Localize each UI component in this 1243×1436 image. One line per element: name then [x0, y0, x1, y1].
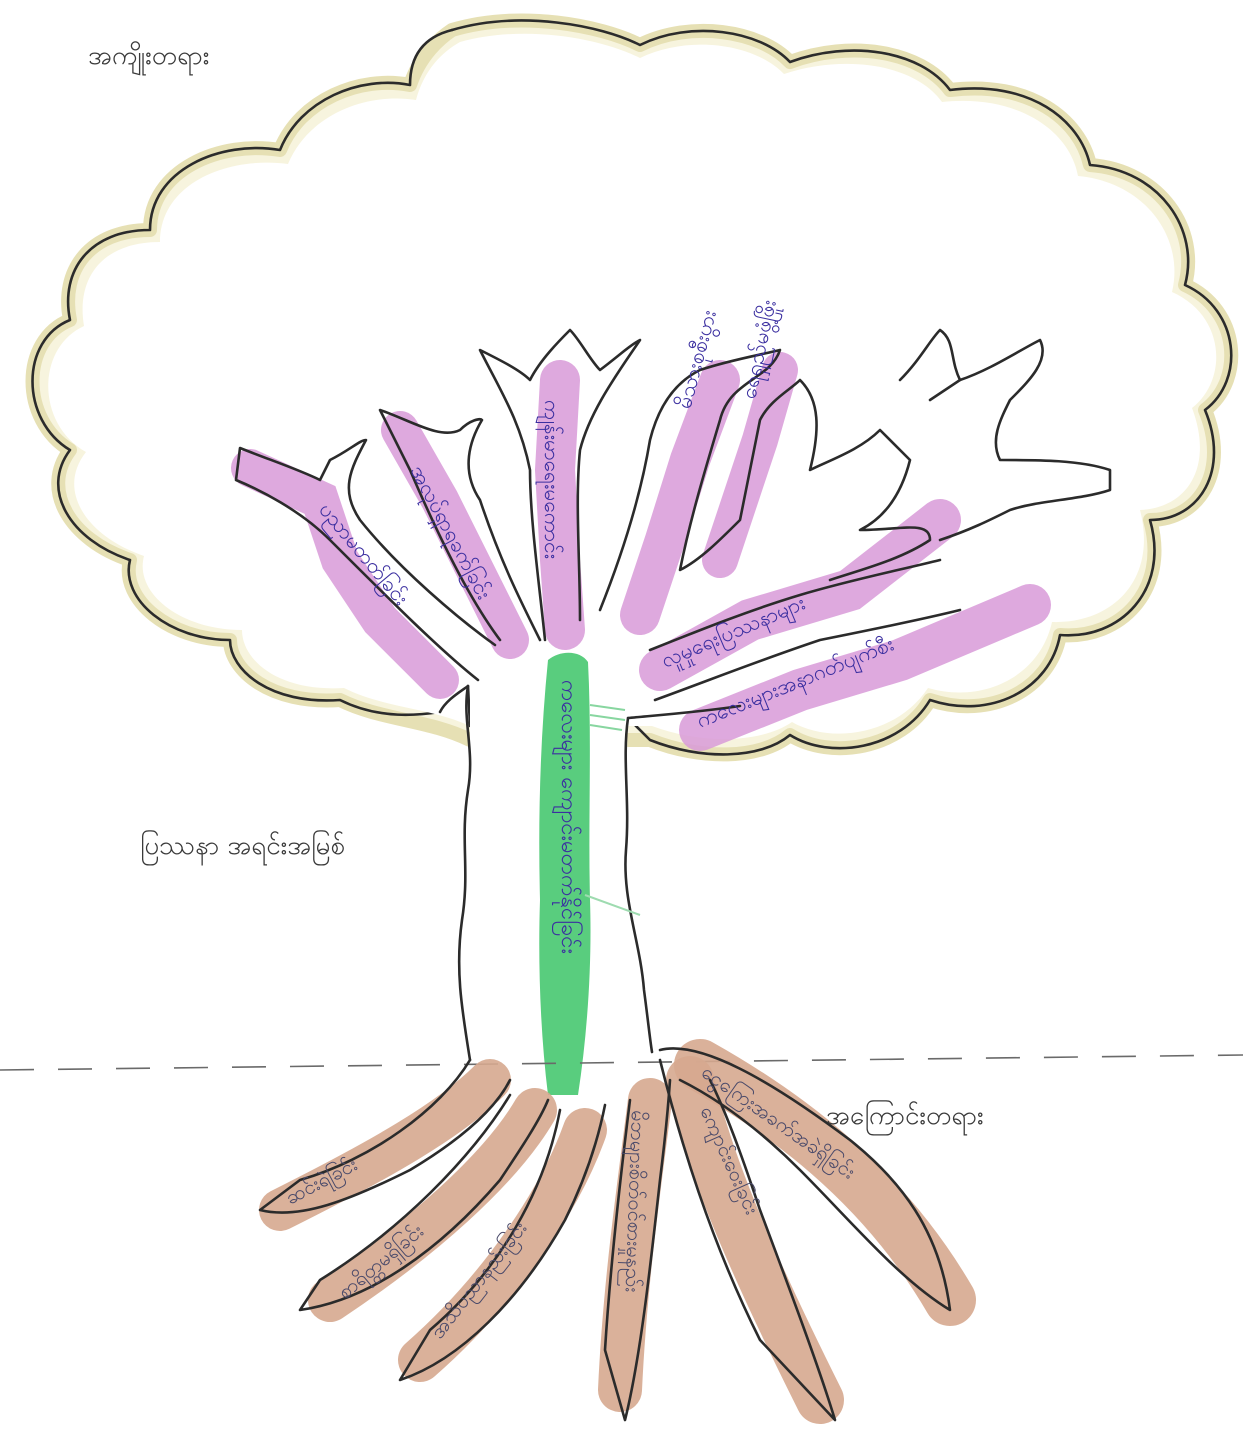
effects-label: အကျိုးတရား: [88, 38, 209, 77]
causes-label: အကြောင်းတရား: [826, 1098, 984, 1137]
svg-text:ကလေးများ ကျောင်းမတက်နိုင်ခြင်း: ကလေးများ ကျောင်းမတက်နိုင်ခြင်း: [552, 680, 583, 954]
core-problem-label: ပြဿနာ အရင်းအမြစ်: [140, 828, 345, 867]
handwritten-trunk-text: ကလေးများ ကျောင်းမတက်နိုင်ခြင်း: [552, 680, 583, 954]
